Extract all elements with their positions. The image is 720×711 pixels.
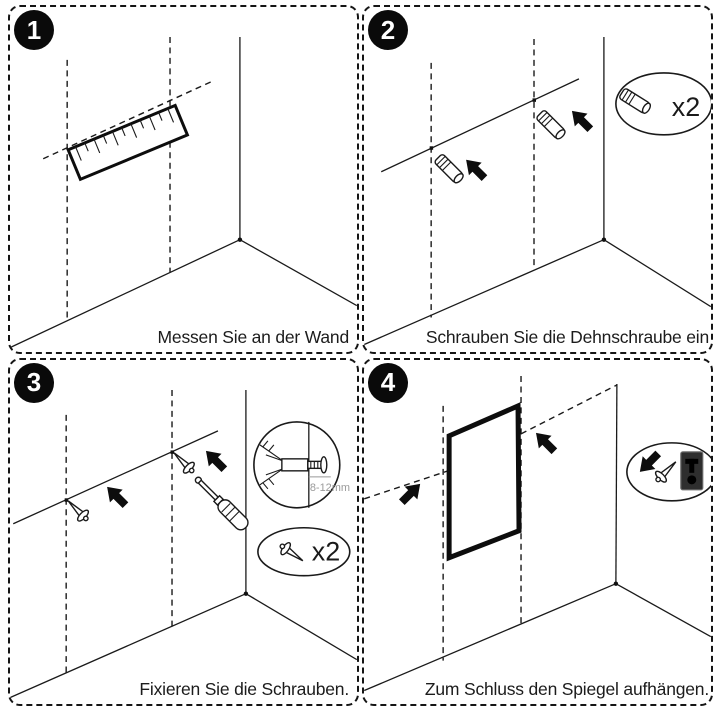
anchor-cross-section-icon bbox=[259, 440, 328, 489]
step-caption: Schrauben Sie die Dehnschraube ein bbox=[425, 326, 709, 347]
arrow-up-left-icon bbox=[205, 450, 228, 472]
step-number-badge: 4 bbox=[368, 362, 408, 403]
ruler-icon bbox=[66, 103, 190, 182]
quantity-callout: x2 bbox=[615, 72, 711, 136]
arrow-up-left-icon bbox=[536, 432, 558, 454]
wall-corner-lines bbox=[10, 36, 357, 349]
step4-illustration bbox=[364, 375, 711, 691]
screwdriver-icon bbox=[194, 476, 249, 531]
level-line bbox=[380, 78, 580, 173]
arrow-up-left-icon bbox=[107, 486, 129, 508]
screw-icon bbox=[279, 541, 304, 561]
step-2-panel: 2 bbox=[362, 5, 713, 354]
level-line bbox=[12, 429, 219, 524]
screw-icon bbox=[67, 499, 90, 522]
step-caption: Messen Sie an der Wand bbox=[157, 326, 350, 347]
step-1-panel: 1 bbox=[8, 5, 359, 354]
screw-icon bbox=[654, 460, 677, 483]
level-guide-line bbox=[364, 383, 618, 499]
mirror bbox=[446, 401, 522, 561]
wall-anchor-icon bbox=[434, 154, 464, 184]
step-caption: Fixieren Sie die Schrauben. bbox=[139, 679, 349, 699]
keyhole-bracket-icon bbox=[680, 450, 704, 490]
hanging-detail-callout bbox=[626, 441, 711, 502]
step-number-badge: 2 bbox=[368, 10, 408, 50]
anchor-depth-detail-callout: 8-12mm bbox=[253, 420, 350, 509]
anchor-depth-label: 8-12mm bbox=[310, 481, 350, 493]
step-number-badge: 3 bbox=[14, 362, 54, 403]
step1-illustration bbox=[10, 36, 357, 349]
quantity-callout: x2 bbox=[257, 526, 351, 576]
wall-anchor-icon bbox=[619, 88, 652, 114]
wall-corner-lines bbox=[10, 389, 357, 698]
quantity-label: x2 bbox=[312, 536, 340, 566]
step2-illustration: x2 bbox=[364, 36, 711, 346]
step-caption: Zum Schluss den Spiegel aufhängen. bbox=[424, 679, 709, 699]
screw-icon bbox=[173, 451, 195, 474]
wall-corner-lines bbox=[364, 36, 711, 346]
wall-anchor-icon bbox=[536, 110, 566, 140]
step-number-badge: 1 bbox=[14, 10, 54, 50]
arrow-up-left-icon bbox=[466, 159, 488, 181]
arrow-up-left-icon bbox=[571, 110, 594, 133]
quantity-label: x2 bbox=[672, 92, 700, 122]
arrow-up-right-icon bbox=[398, 483, 421, 505]
step-4-panel: 4 bbox=[362, 357, 713, 706]
step-3-panel: 3 bbox=[8, 357, 359, 706]
arrow-down-left-icon bbox=[639, 450, 662, 472]
wall-corner-lines bbox=[364, 375, 711, 691]
step3-illustration: 8-12mm x2 bbox=[10, 389, 357, 698]
